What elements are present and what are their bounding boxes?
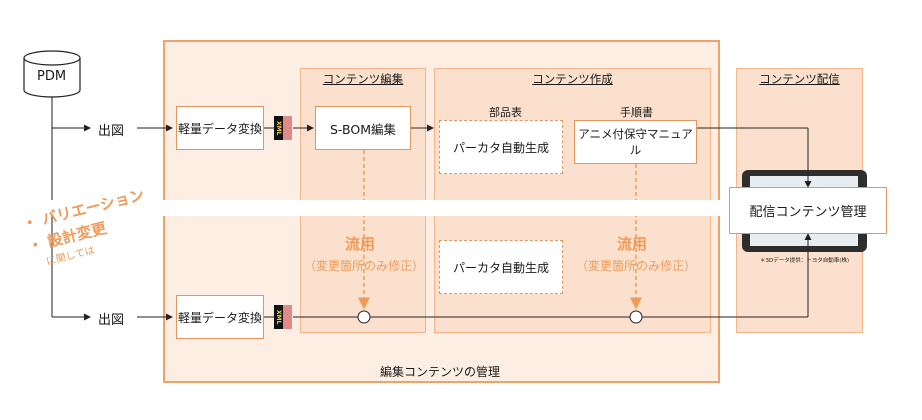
output-label-bottom: 出図 xyxy=(98,313,125,328)
xml-file-label-bottom: XML xyxy=(274,305,283,329)
xml-file-icon-bottom: XML xyxy=(274,305,292,329)
reuse-subtitle-left: （変更箇所のみ修正） xyxy=(304,259,425,273)
parts-catalog-auto-top: パーカタ自動生成 xyxy=(439,120,563,174)
footer-label: 編集コンテンツの管理 xyxy=(380,365,501,379)
pdm-database-icon xyxy=(23,50,81,98)
reuse-subtitle-right: （変更箇所のみ修正） xyxy=(576,259,697,273)
panel-title-edit: コンテンツ編集 xyxy=(322,72,404,86)
parts-catalog-auto-bottom: パーカタ自動生成 xyxy=(439,240,563,294)
output-label-top: 出図 xyxy=(98,124,125,139)
manual-header: 手順書 xyxy=(620,106,653,119)
separator-band xyxy=(0,200,922,216)
parts-list-header: 部品表 xyxy=(489,106,522,119)
sbom-edit-box: S-BOM編集 xyxy=(315,106,411,150)
reuse-title-left: 流用 xyxy=(345,235,376,253)
convert-box-bottom: 軽量データ変換 xyxy=(176,295,264,339)
xml-file-icon-top: XML xyxy=(274,116,292,140)
reuse-title-right: 流用 xyxy=(617,235,648,253)
pdm-label: PDM xyxy=(37,69,67,84)
convert-box-top: 軽量データ変換 xyxy=(176,106,264,150)
animated-manual-box: アニメ付保守マニュアル xyxy=(574,120,697,164)
content-management-box: 配信コンテンツ管理 xyxy=(729,187,887,234)
data-credit: ＊3Dデータ提供：トヨタ自動車(株) xyxy=(760,258,850,264)
xml-file-label-top: XML xyxy=(274,116,283,140)
panel-title-distribute: コンテンツ配信 xyxy=(759,72,840,86)
panel-title-create: コンテンツ作成 xyxy=(532,72,613,86)
